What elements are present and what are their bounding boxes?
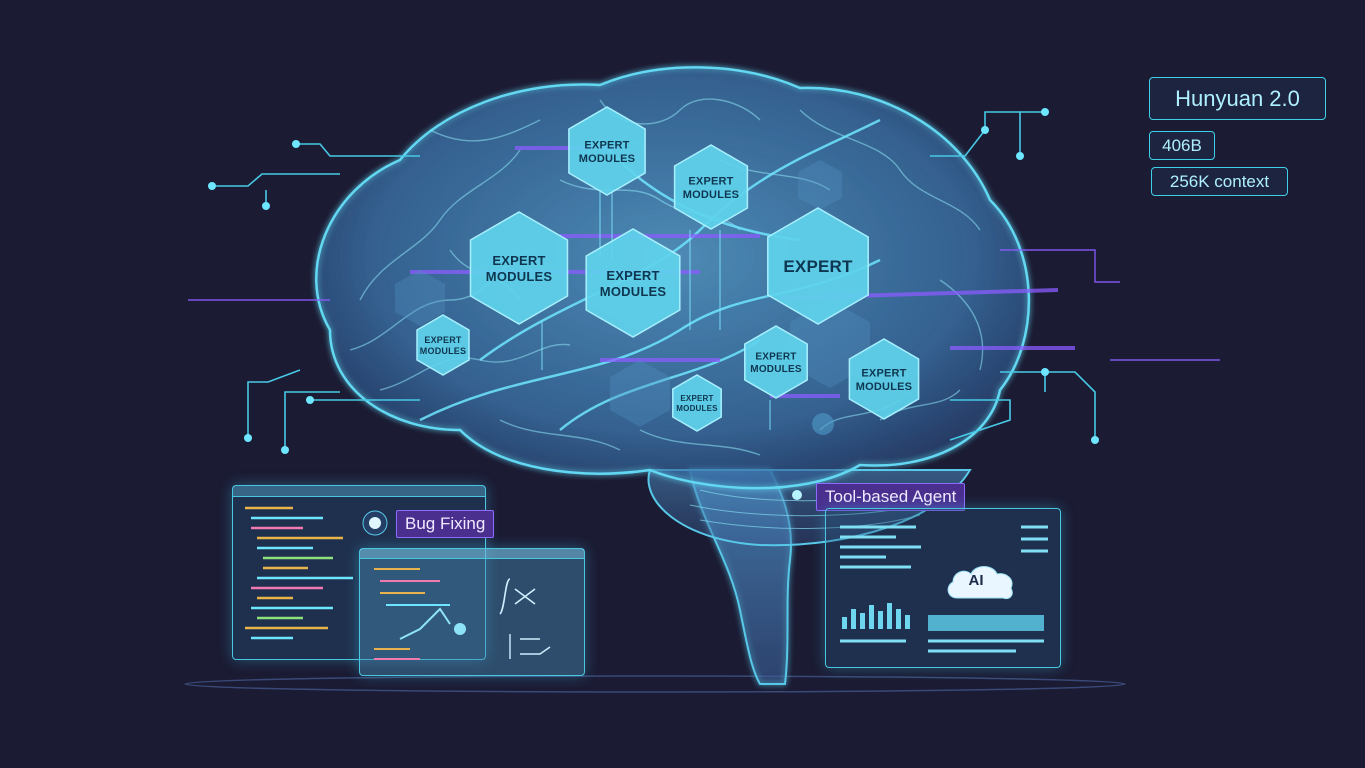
expert-module-hexagon [744,325,808,399]
model-name-tag: Hunyuan 2.0 [1149,77,1326,120]
expert-module-hexagon [848,338,920,420]
floor-line [184,675,1126,693]
expert-module-hexagon [673,144,749,230]
expert-module-label: EXPERT [606,268,659,283]
expert-module-label: MODULES [676,404,718,413]
expert-module-label: EXPERT [424,335,462,345]
expert-module-hexagon [416,314,470,376]
expert-module-label: MODULES [750,364,802,375]
expert-module-label: EXPERT [584,139,629,151]
ai-label: AI [968,572,984,589]
expert-module-label: EXPERT [755,352,796,363]
expert-module-label: EXPERT [688,175,733,187]
panel-titlebar [360,549,584,559]
params-tag: 406B [1149,131,1215,160]
cloud-icon [947,566,1013,599]
expert-module-label: MODULES [600,284,667,299]
dashboard-panel [825,508,1061,668]
expert-module-label: MODULES [683,189,739,201]
expert-module-hexagon [672,374,722,432]
expert-module-hexagon [585,228,681,338]
expert-module-label: EXPERT [492,253,545,268]
circuit-nodes [208,108,1099,500]
context-tag: 256K context [1151,167,1288,196]
bar-chart-icon [840,525,1048,653]
expert-module-hexagon [469,211,569,325]
code-lines-icon [245,506,353,640]
expert-module-label: MODULES [486,269,553,284]
expert-module-label: MODULES [579,153,635,165]
tool-agent-tag: Tool-based Agent [816,483,966,511]
expert-module-hexagon [767,207,869,325]
expert-module-label: MODULES [856,381,912,393]
circuit-traces [212,111,1096,450]
expert-module-label: MODULES [420,346,466,356]
math-panel [359,548,585,676]
expert-module-hexagon [568,106,646,196]
expert-module-label: EXPERT [783,257,853,276]
bug-indicator-icon [362,510,388,536]
panel-titlebar [233,486,485,497]
formula-icon [374,568,551,660]
expert-module-label: EXPERT [861,367,906,379]
bug-fixing-tag: Bug Fixing [396,510,495,538]
expert-module-label: EXPERT [680,394,713,403]
